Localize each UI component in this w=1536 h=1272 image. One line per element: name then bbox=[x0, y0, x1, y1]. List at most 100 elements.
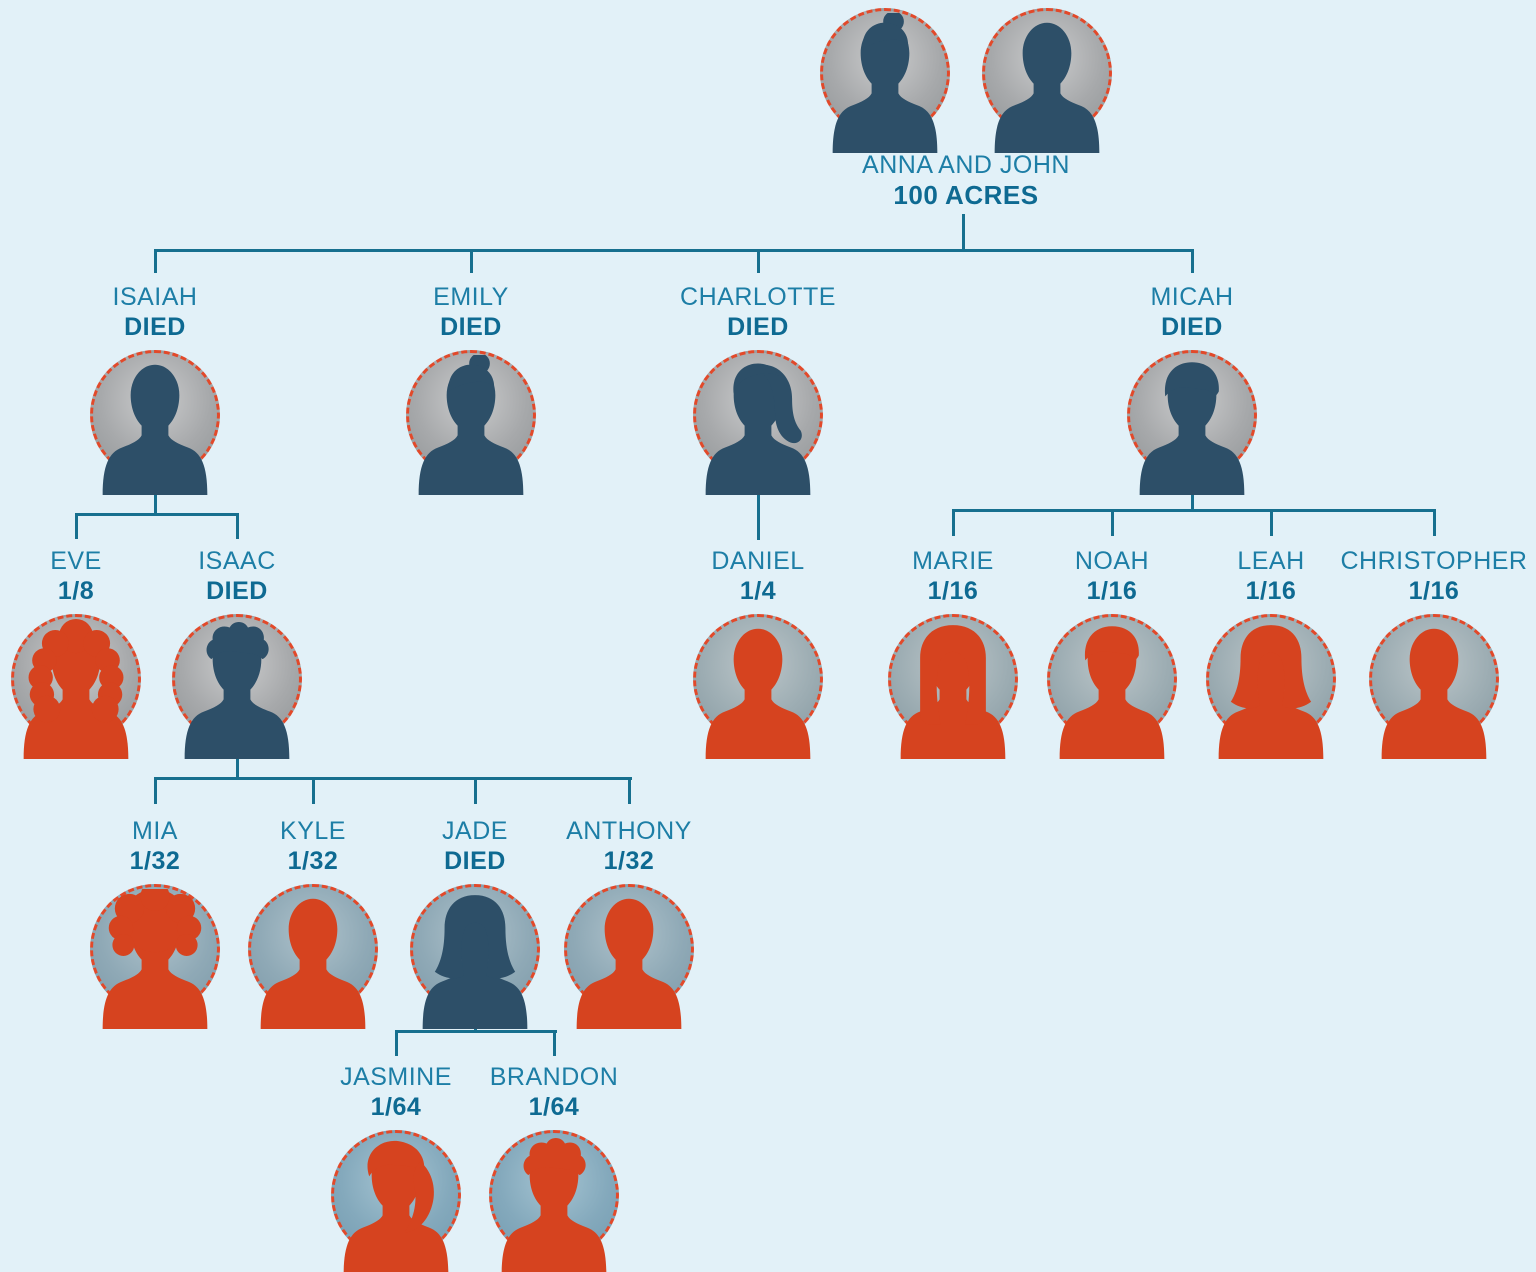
person-christopher: CHRISTOPHER 1/16 bbox=[1329, 546, 1536, 744]
person-status: 1/16 bbox=[1086, 577, 1138, 605]
person-daniel: DANIEL 1/4 bbox=[653, 546, 863, 744]
person-name: EMILY bbox=[433, 283, 509, 311]
connector-stub-mia bbox=[154, 777, 157, 804]
person-status: 1/8 bbox=[57, 577, 95, 605]
person-status: DIED bbox=[124, 313, 186, 341]
connector-micah-rail bbox=[952, 509, 1436, 512]
man-hair-silhouette-icon bbox=[1050, 619, 1174, 759]
avatar-kyle bbox=[248, 884, 378, 1014]
connector-gen2-rail bbox=[154, 249, 1194, 252]
person-status: 1/32 bbox=[287, 847, 339, 875]
person-status: 1/16 bbox=[1408, 577, 1460, 605]
woman-afro-silhouette-icon bbox=[93, 889, 217, 1029]
person-noah: NOAH 1/16 bbox=[1007, 546, 1217, 744]
connector-stub-kyle bbox=[312, 777, 315, 804]
man-silhouette-icon bbox=[985, 13, 1109, 153]
woman-long-hair-silhouette-icon bbox=[891, 619, 1015, 759]
person-isaiah: ISAIAH DIED bbox=[50, 282, 260, 480]
connector-stub-isaac bbox=[236, 513, 239, 539]
person-emily: EMILY DIED bbox=[366, 282, 576, 480]
person-status: DIED bbox=[206, 577, 268, 605]
person-name: ANTHONY bbox=[566, 817, 692, 845]
avatar-jasmine bbox=[331, 1130, 461, 1260]
avatar-micah bbox=[1127, 350, 1257, 480]
person-anna-and-john: ANNA AND JOHN 100 ACRES bbox=[820, 8, 1112, 210]
person-name: MICAH bbox=[1150, 283, 1234, 311]
person-status: 1/4 bbox=[739, 577, 777, 605]
person-status: DIED bbox=[440, 313, 502, 341]
person-name: MARIE bbox=[912, 547, 994, 575]
connector-stub-jasmine bbox=[395, 1030, 398, 1056]
avatar-isaiah bbox=[90, 350, 220, 480]
avatar-anna bbox=[820, 8, 950, 138]
person-leah: LEAH 1/16 bbox=[1166, 546, 1376, 744]
person-mia: MIA 1/32 bbox=[50, 816, 260, 1014]
person-name: DANIEL bbox=[711, 547, 805, 575]
person-name: CHRISTOPHER bbox=[1340, 547, 1528, 575]
person-brandon: BRANDON 1/64 bbox=[449, 1062, 659, 1260]
woman-bun-silhouette-icon bbox=[409, 355, 533, 495]
woman-bob-silhouette-icon bbox=[1209, 619, 1333, 759]
person-micah: MICAH DIED bbox=[1087, 282, 1297, 480]
avatar-marie bbox=[888, 614, 1018, 744]
man-curly-silhouette-icon bbox=[175, 619, 299, 759]
person-status: DIED bbox=[727, 313, 789, 341]
couple-estate: 100 ACRES bbox=[893, 180, 1039, 210]
avatar-eve bbox=[11, 614, 141, 744]
woman-side-hair-silhouette-icon bbox=[696, 355, 820, 495]
avatar-noah bbox=[1047, 614, 1177, 744]
person-name: ISAIAH bbox=[112, 283, 198, 311]
connector-stub-marie bbox=[952, 509, 955, 536]
person-jasmine: JASMINE 1/64 bbox=[291, 1062, 501, 1260]
man-silhouette-icon bbox=[93, 355, 217, 495]
couple-names: ANNA AND JOHN bbox=[862, 151, 1070, 179]
avatar-jade bbox=[410, 884, 540, 1014]
person-status: 1/32 bbox=[603, 847, 655, 875]
connector-stub-noah bbox=[1111, 509, 1114, 536]
connector-isaac-rail bbox=[154, 777, 632, 780]
avatar-emily bbox=[406, 350, 536, 480]
person-isaac: ISAAC DIED bbox=[132, 546, 342, 744]
connector-charlotte-daniel bbox=[757, 490, 760, 540]
connector-isaiah-feed bbox=[154, 492, 157, 516]
person-status: 1/16 bbox=[1245, 577, 1297, 605]
man-curly-silhouette-icon bbox=[492, 1135, 616, 1272]
avatar-john bbox=[982, 8, 1112, 138]
avatar-brandon bbox=[489, 1130, 619, 1260]
person-name: JADE bbox=[442, 817, 508, 845]
person-status: 1/16 bbox=[927, 577, 979, 605]
woman-bob-silhouette-icon bbox=[413, 889, 537, 1029]
person-status: DIED bbox=[1161, 313, 1223, 341]
avatar-leah bbox=[1206, 614, 1336, 744]
person-name: JASMINE bbox=[340, 1063, 452, 1091]
woman-curly-silhouette-icon bbox=[14, 619, 138, 759]
avatar-daniel bbox=[693, 614, 823, 744]
man-silhouette-icon bbox=[251, 889, 375, 1029]
man-silhouette-icon bbox=[696, 619, 820, 759]
connector-isaiah-rail bbox=[75, 513, 239, 516]
connector-stub-emily bbox=[470, 249, 473, 273]
avatar-christopher bbox=[1369, 614, 1499, 744]
woman-ponytail-silhouette-icon bbox=[334, 1135, 458, 1272]
person-eve: EVE 1/8 bbox=[0, 546, 181, 744]
person-status: 1/64 bbox=[528, 1093, 580, 1121]
avatar-mia bbox=[90, 884, 220, 1014]
man-silhouette-icon bbox=[567, 889, 691, 1029]
connector-jade-rail bbox=[395, 1030, 557, 1033]
person-name: LEAH bbox=[1237, 547, 1305, 575]
person-name: MIA bbox=[132, 817, 178, 845]
person-name: CHARLOTTE bbox=[680, 283, 836, 311]
connector-stub-eve bbox=[75, 513, 78, 539]
person-charlotte: CHARLOTTE DIED bbox=[653, 282, 863, 480]
person-name: EVE bbox=[50, 547, 102, 575]
avatar-charlotte bbox=[693, 350, 823, 480]
avatar-anthony bbox=[564, 884, 694, 1014]
person-marie: MARIE 1/16 bbox=[848, 546, 1058, 744]
person-anthony: ANTHONY 1/32 bbox=[524, 816, 734, 1014]
connector-stub-anthony bbox=[628, 777, 631, 804]
connector-stub-brandon bbox=[553, 1030, 556, 1056]
person-jade: JADE DIED bbox=[370, 816, 580, 1014]
person-name: ISAAC bbox=[198, 547, 276, 575]
man-silhouette-icon bbox=[1372, 619, 1496, 759]
